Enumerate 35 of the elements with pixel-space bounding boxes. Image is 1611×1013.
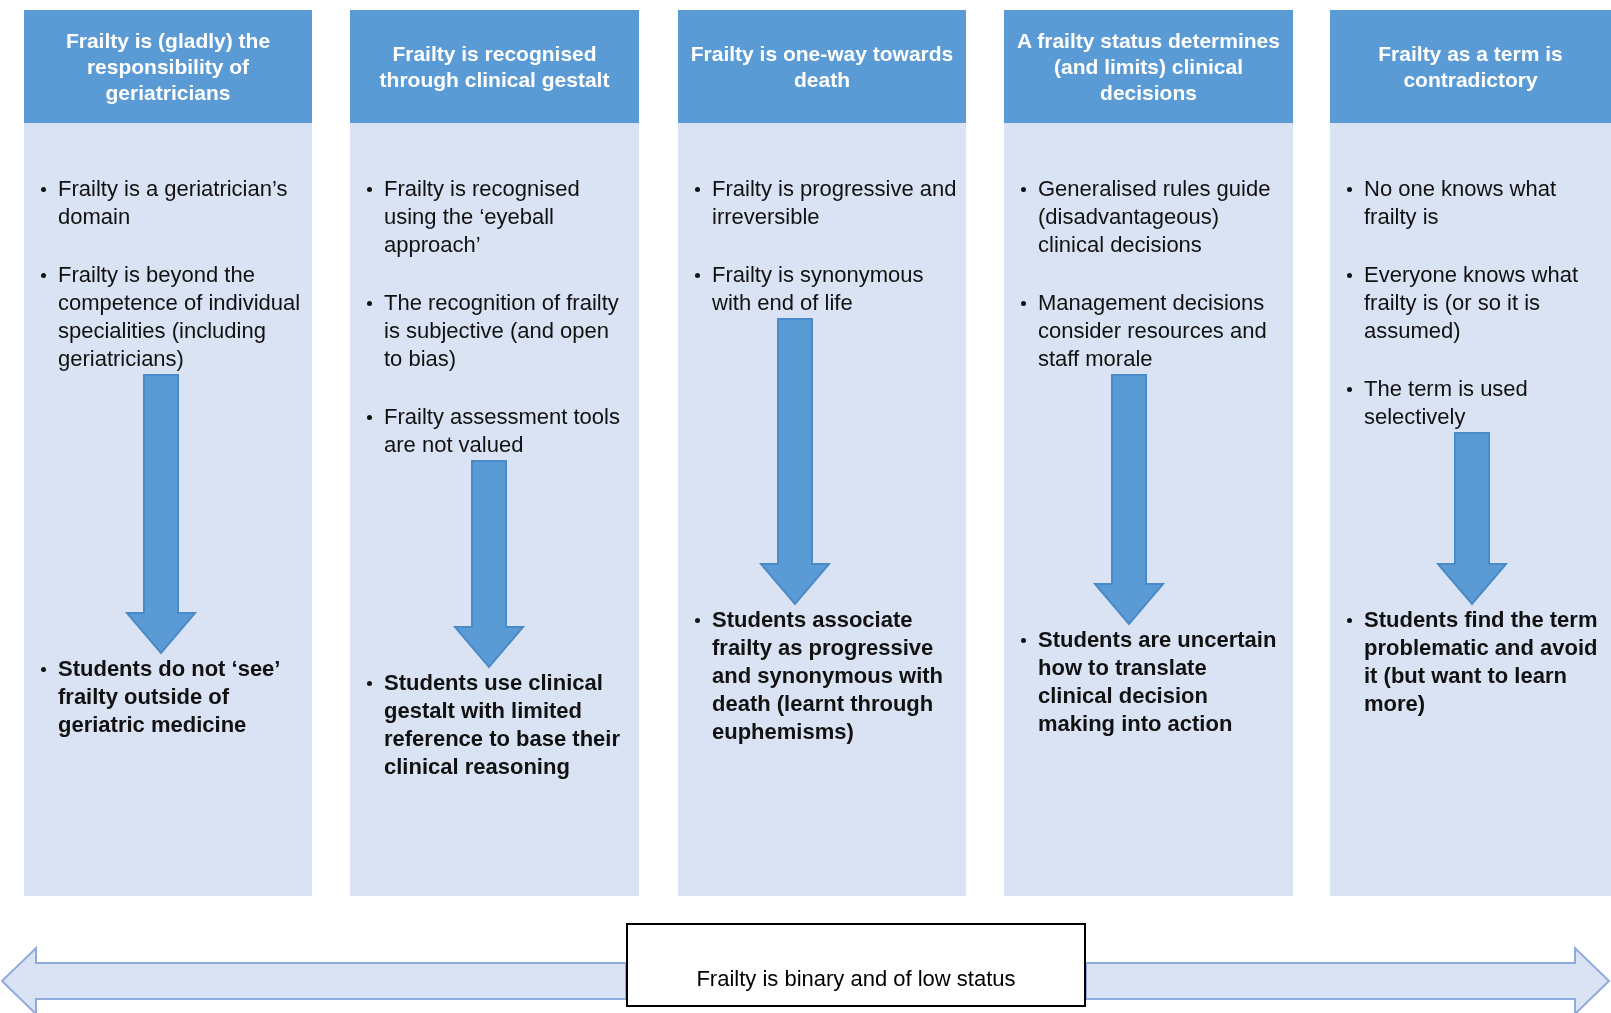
header-band: Frailty is (gladly) the responsibility of geriatricians	[24, 10, 312, 123]
header-band: Frailty as a term is contradictory	[1330, 10, 1611, 123]
bullet-point: Everyone knows what frailty is (or so it is assumed)	[1364, 262, 1578, 343]
bullet-point: Frailty is recognised using the ‘eyeball approach’	[384, 176, 580, 257]
header-band: A frailty status determines (and limits) clinical decisions	[1004, 10, 1293, 123]
bullet-point: Frailty assessment tools are not valued	[384, 404, 620, 457]
bullet-point: No one knows what frailty is	[1364, 176, 1556, 229]
bullet-point: Generalised rules guide (disadvantageous) clinical decisions	[1038, 176, 1271, 257]
column-panel	[350, 10, 639, 896]
bullet-point: Management decisions consider resources and staff morale	[1038, 290, 1267, 371]
column-panel	[678, 10, 966, 896]
bullet-point: Students are uncertain how to translate clinical decision making into action	[1038, 627, 1277, 736]
block-arrow	[1092, 374, 1166, 626]
bullet-point: The recognition of frailty is subjective (and open to bias)	[384, 290, 619, 371]
column-panel	[24, 10, 312, 896]
column-panel	[1004, 10, 1293, 896]
bullet-point: Students find the term problematic and avoid it (but want to learn more)	[1364, 607, 1598, 716]
bullet-point: Students associate frailty as progressive and synonymous with death (learnt through euphemisms)	[712, 607, 944, 744]
block-arrow	[124, 374, 198, 655]
block-arrow	[758, 318, 832, 606]
block-arrow	[1435, 432, 1509, 606]
block-arrow	[452, 460, 526, 669]
bullet-point: Students do not ‘see’ frailty outside of geriatric medicine	[58, 656, 280, 737]
header-band: Frailty is recognised through clinical gestalt	[350, 10, 639, 123]
column-panel	[1330, 10, 1611, 896]
bullet-point: Frailty is progressive and irreversible	[712, 176, 957, 229]
block-arrow	[0, 945, 627, 1013]
block-arrow	[1085, 945, 1611, 1013]
header-band: Frailty is one-way towards death	[678, 10, 966, 123]
bullet-point: Students use clinical gestalt with limited reference to base their clinical reasoning	[384, 670, 620, 779]
bullet-point: Frailty is synonymous with end of life	[712, 262, 924, 315]
bullet-point: Frailty is a geriatrician’s domain	[58, 176, 288, 229]
bullet-point: Frailty is beyond the competence of individual specialities (including geriatricians)	[58, 262, 301, 371]
label-box: Frailty is binary and of low status	[626, 923, 1086, 1007]
bullet-point: The term is used selectively	[1364, 376, 1528, 429]
